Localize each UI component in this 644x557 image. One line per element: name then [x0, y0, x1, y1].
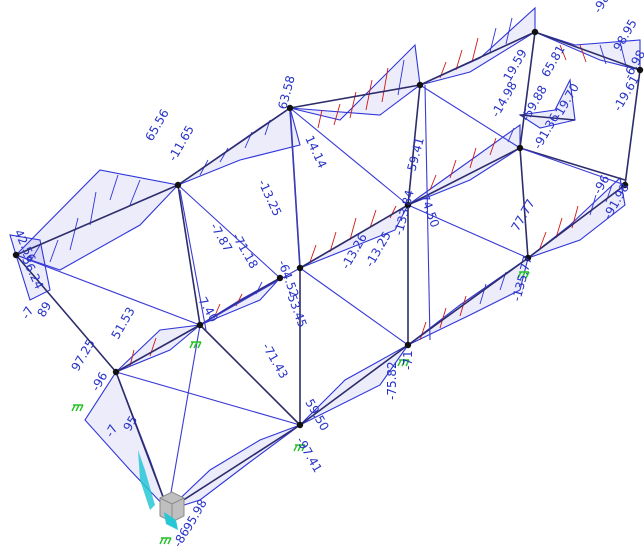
support-icon	[517, 271, 530, 279]
beam-mid-5	[519, 147, 626, 181]
moment-value-label: 19.59	[500, 47, 529, 84]
moment-value-label: -11.65	[165, 123, 196, 164]
node[interactable]	[531, 28, 539, 36]
support-icon	[189, 341, 202, 349]
brace-2	[289, 107, 409, 206]
node[interactable]	[404, 341, 412, 349]
node[interactable]	[636, 66, 644, 74]
column-2	[115, 371, 169, 511]
node[interactable]	[404, 201, 412, 209]
column-9	[519, 31, 536, 149]
node[interactable]	[174, 181, 182, 189]
node[interactable]	[296, 264, 304, 272]
moment-value-label: 65.56	[142, 107, 171, 144]
support-icon	[159, 537, 172, 545]
moment-hatching	[29, 17, 627, 367]
brace-10	[167, 324, 201, 511]
beam-low-1	[167, 424, 301, 511]
moment-diagram-top-beam-2	[177, 107, 301, 186]
support-icon	[397, 359, 410, 367]
moment-value-label: -53.45	[283, 288, 309, 329]
beam-low-2	[299, 344, 409, 426]
node[interactable]	[416, 81, 424, 89]
moment-diagram-right-end	[527, 176, 626, 259]
node[interactable]	[12, 251, 20, 259]
brace-1	[177, 184, 281, 279]
column-1	[15, 254, 117, 373]
column-3	[177, 184, 201, 326]
beam-low-3	[407, 257, 529, 346]
supports	[71, 271, 530, 545]
moment-value-label: -71.18	[229, 231, 260, 272]
beam-mid-1	[115, 324, 201, 373]
column-4	[199, 324, 301, 426]
moment-value-label: -98.88	[590, 0, 621, 15]
column-11	[624, 69, 641, 186]
beam-mid-3	[299, 204, 409, 269]
beam-top-3	[289, 84, 421, 109]
moment-value-label: 77.77	[508, 197, 537, 234]
moment-value-label: -71.43	[259, 341, 290, 382]
moment-value-label: 14.14	[302, 133, 329, 170]
node[interactable]	[276, 274, 284, 282]
moment-value-label: -13.25	[255, 177, 284, 218]
moment-diagram-top-beam-3	[289, 43, 421, 121]
node[interactable]	[621, 181, 629, 189]
column-7	[407, 84, 421, 206]
node[interactable]	[112, 368, 120, 376]
beam-top-1	[15, 184, 179, 256]
moment-value-label: 97.25	[68, 337, 97, 374]
moment-value-label: 51.53	[108, 305, 137, 342]
moment-value-label: -97.41	[293, 435, 324, 476]
brace-6	[299, 267, 409, 346]
moment-value-label: 63.58	[275, 74, 297, 111]
support-icon	[71, 404, 84, 412]
beam-mid-6	[519, 114, 576, 121]
brace-5	[199, 267, 301, 326]
moment-value-label: 95	[120, 413, 140, 433]
beam-top-4	[419, 31, 536, 86]
moment-value-label: -75.82	[385, 361, 399, 400]
support-icon	[293, 444, 306, 452]
frame-members	[15, 31, 641, 511]
brace-4	[15, 254, 201, 326]
brace-11	[289, 107, 301, 269]
selected-element[interactable]	[138, 450, 185, 530]
brace-13	[179, 189, 207, 331]
node[interactable]	[516, 144, 524, 152]
beam-top-5	[534, 31, 641, 71]
moment-value-label: -14.98	[488, 79, 519, 120]
node[interactable]	[286, 104, 294, 112]
moment-diagram-mid-beam-4	[407, 123, 521, 206]
brace-8	[519, 147, 626, 186]
moment-value-label: -71	[401, 350, 415, 370]
moment-value-label: 89	[34, 299, 54, 319]
moment-value-label: 65.81	[538, 43, 567, 80]
moment-value-label: -59.41	[403, 136, 427, 177]
brace-12	[424, 84, 431, 341]
beam-top-2	[177, 107, 291, 186]
brace-3	[419, 84, 521, 149]
brace-9	[115, 371, 301, 426]
node[interactable]	[296, 421, 304, 429]
node[interactable]	[196, 321, 204, 329]
column-10	[519, 147, 529, 259]
beam-low-4	[527, 184, 626, 259]
node[interactable]	[524, 254, 532, 262]
